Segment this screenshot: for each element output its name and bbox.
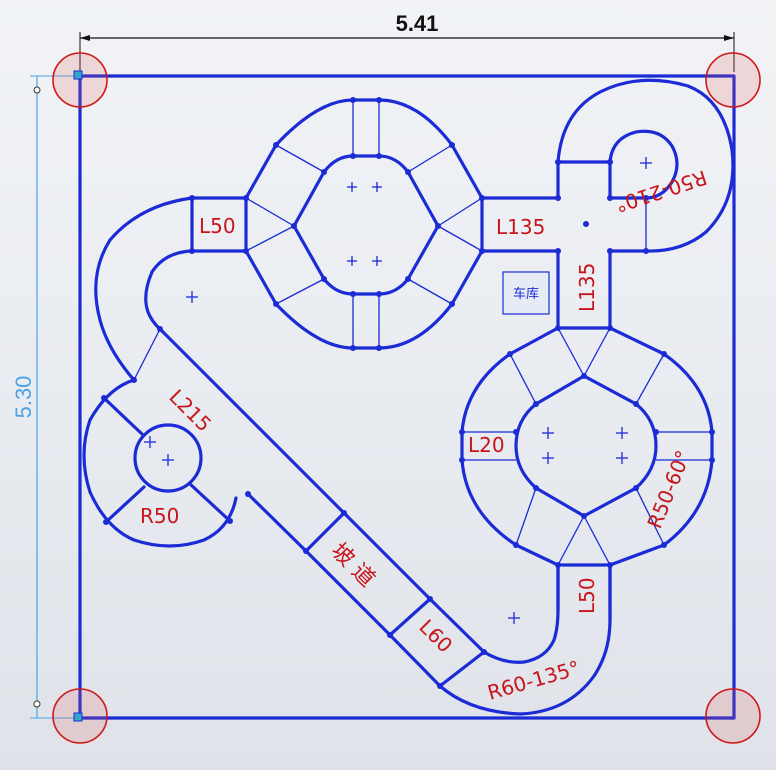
straight-l215[interactable]: L215 [158,327,486,654]
note-r50-60: R50-60° [642,447,695,532]
curve-r50-210[interactable]: R50-210° [555,78,735,254]
note-r50-210: R50-210° [612,165,710,217]
width-dimension-label: 5.41 [396,11,439,36]
note-r60-135: R60-135° [485,656,583,705]
note-l20: L20 [468,433,505,457]
origin-point-bottom [73,712,83,722]
straight-l50-vertical[interactable]: L50 [556,563,612,622]
board-outline [78,74,736,720]
note-ramp: 坡 道 [326,539,380,593]
garage-stamp-label: 车库 [513,286,539,302]
note-l50-vertical: L50 [575,577,599,614]
corner-marker-top-left[interactable] [52,52,108,108]
straight-l50-top[interactable]: L50 [189,195,249,254]
garage-stamp[interactable]: 车库 [502,271,550,315]
left-curve[interactable] [94,196,198,383]
corner-marker-top-right[interactable] [705,52,761,108]
note-l135-vertical: L135 [575,263,599,312]
note-l215: L215 [164,385,216,437]
origin-point-top [73,70,83,80]
height-dimension-label: 5.30 [11,376,36,419]
top-loop[interactable] [244,97,484,351]
corner-marker-bottom-right[interactable] [705,688,761,744]
ramp-track[interactable]: 坡 道 L60 [246,492,487,689]
width-dimension[interactable]: 5.41 [79,11,735,72]
height-dimension[interactable]: 5.30 [11,75,80,719]
curve-r50[interactable]: R50 [82,378,251,548]
note-r50: R50 [140,504,179,528]
straight-l135[interactable]: L135 L135 [479,160,613,330]
note-l50-top: L50 [199,214,236,238]
bottom-loop[interactable]: L20 R50-60° [459,325,715,567]
note-l135-horizontal: L135 [496,215,545,239]
